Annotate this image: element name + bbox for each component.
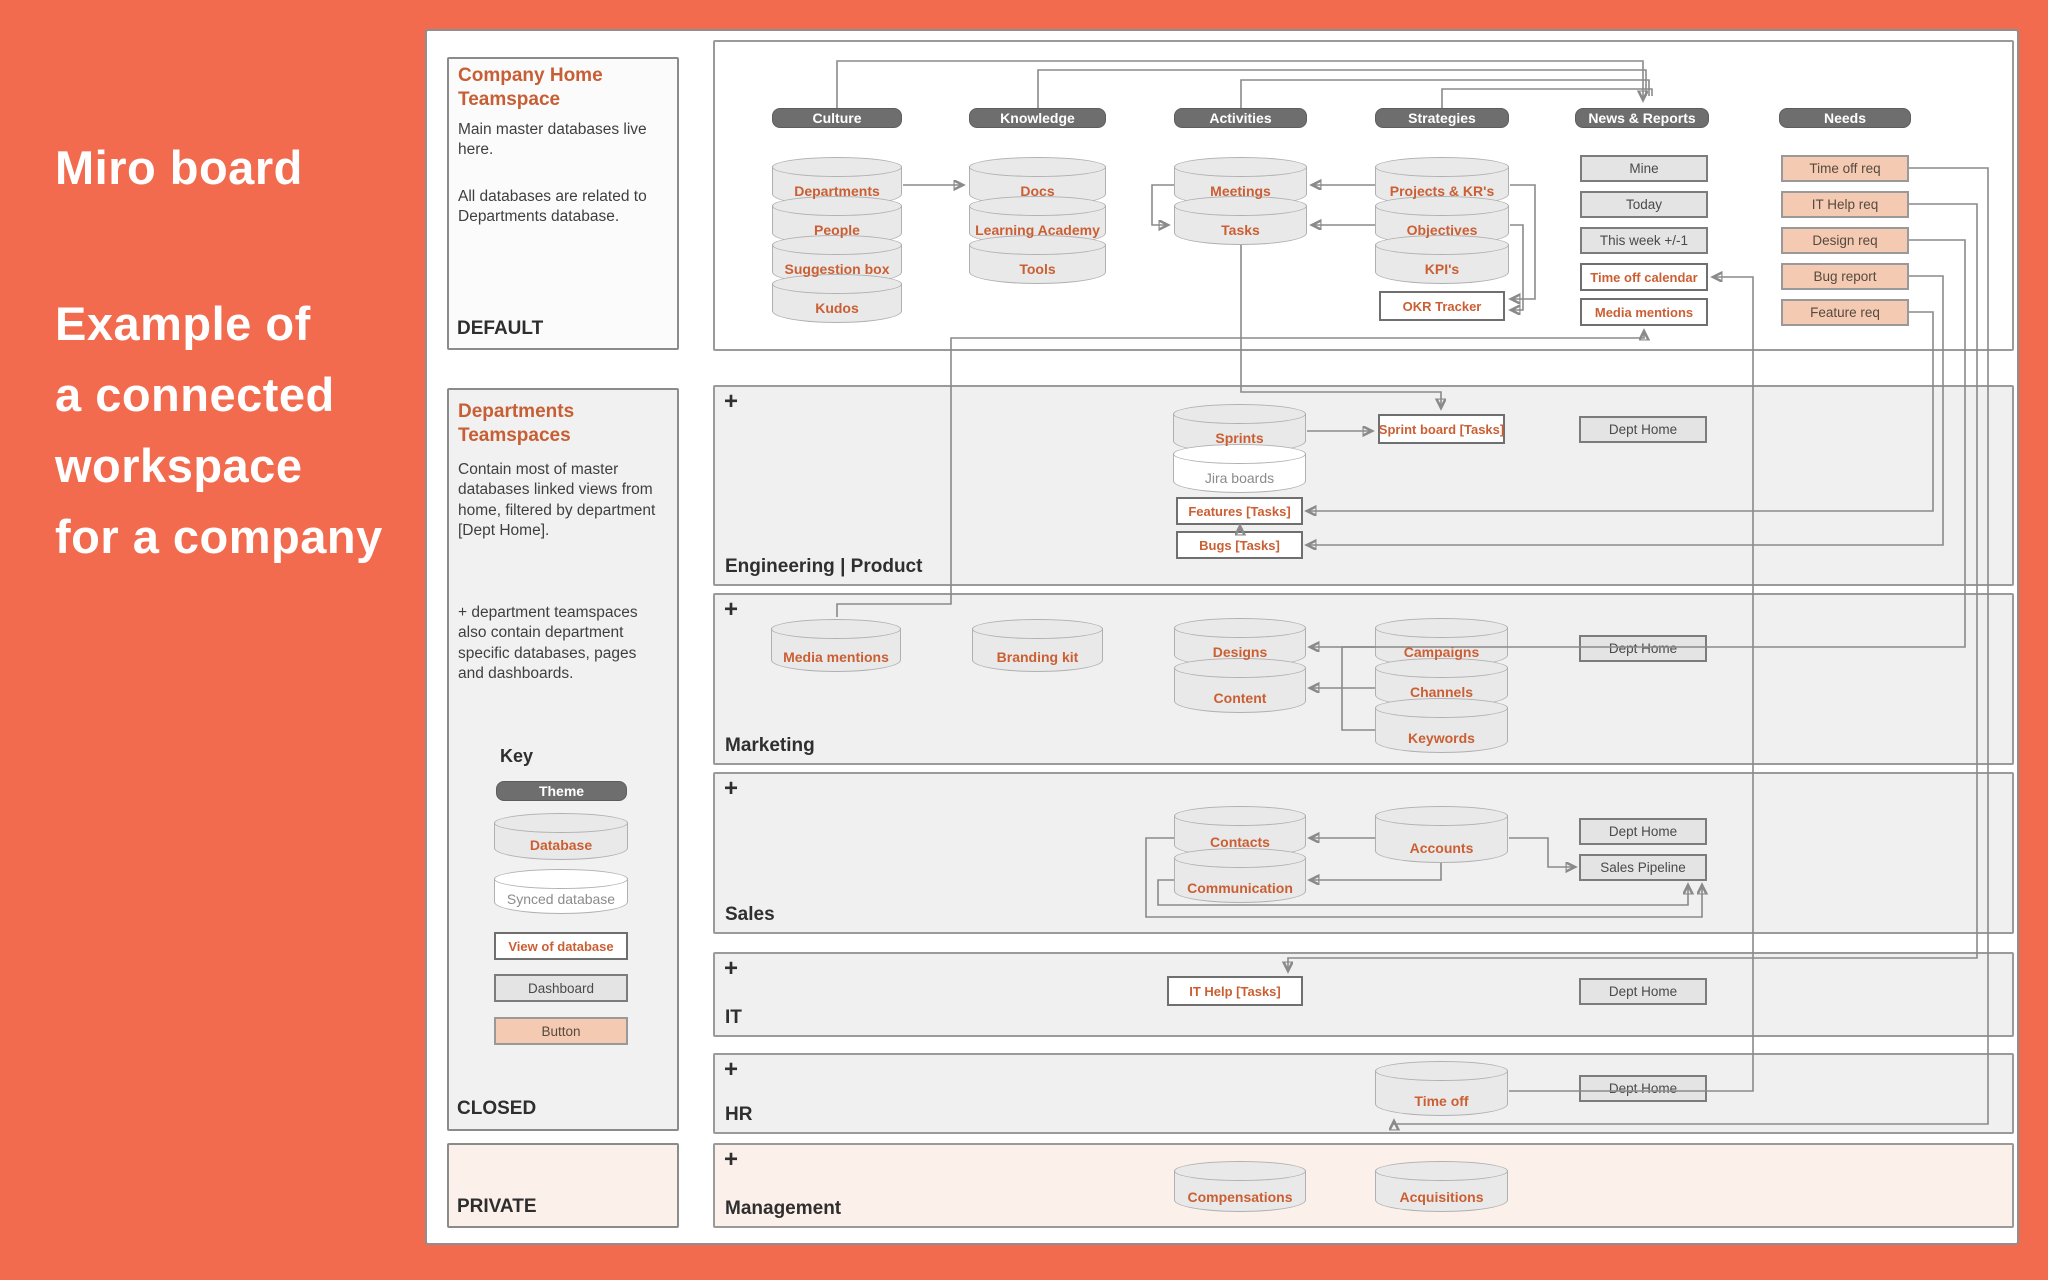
departments-text-1: Contain most of master databases linked …	[458, 461, 656, 540]
section-label-marketing: Marketing	[725, 735, 815, 756]
db-communication[interactable]: Communication	[1174, 848, 1306, 903]
button-design-req[interactable]: Design req	[1781, 227, 1909, 254]
db-time-off[interactable]: Time off	[1375, 1061, 1508, 1116]
subtitle-line: Example of	[55, 297, 311, 350]
view-sprint-board-tasks[interactable]: Sprint board [Tasks]	[1378, 414, 1505, 444]
plus-icon: +	[724, 955, 739, 982]
db-jira-boards[interactable]: Jira boards	[1173, 444, 1306, 493]
theme-pill-activities[interactable]: Activities	[1174, 108, 1307, 128]
section-engineering-product[interactable]: + Engineering | Product	[713, 385, 2014, 586]
section-hr[interactable]: + HR	[713, 1053, 2014, 1134]
section-management[interactable]: + Management	[713, 1143, 2014, 1228]
view-time-off-calendar[interactable]: Time off calendar	[1580, 263, 1708, 291]
dashboard-sales-pipeline[interactable]: Sales Pipeline	[1579, 854, 1707, 881]
theme-pill-news-reports[interactable]: News & Reports	[1575, 108, 1709, 128]
key-theme-label: Theme	[538, 783, 585, 799]
company-home-text-2: All databases are related to Departments…	[458, 188, 647, 226]
button-bug-report[interactable]: Bug report	[1781, 263, 1909, 290]
button-time-off-req[interactable]: Time off req	[1781, 155, 1909, 182]
button-it-help-req[interactable]: IT Help req	[1781, 191, 1909, 218]
db-kpis[interactable]: KPI's	[1375, 235, 1509, 284]
key-theme-pill[interactable]: Theme	[496, 781, 627, 801]
dashboard-mine[interactable]: Mine	[1580, 155, 1708, 182]
key-view-of-database[interactable]: View of database	[494, 932, 628, 960]
view-okr-tracker[interactable]: OKR Tracker	[1379, 291, 1505, 321]
theme-pill-knowledge[interactable]: Knowledge	[969, 108, 1106, 128]
db-content[interactable]: Content	[1174, 658, 1306, 713]
departments-title: Departments Teamspaces	[458, 401, 575, 446]
dashboard-today[interactable]: Today	[1580, 191, 1708, 218]
dashboard-this-week[interactable]: This week +/-1	[1580, 227, 1708, 254]
plus-icon: +	[724, 596, 739, 623]
key-title: Key	[500, 746, 534, 766]
view-bugs-tasks[interactable]: Bugs [Tasks]	[1176, 531, 1303, 559]
key-dashboard[interactable]: Dashboard	[494, 974, 628, 1002]
dashboard-dept-home-hr[interactable]: Dept Home	[1579, 1075, 1707, 1102]
subtitle-line: for a company	[55, 510, 383, 563]
departments-text-2: + department teamspaces also contain dep…	[458, 604, 638, 683]
button-feature-req[interactable]: Feature req	[1781, 299, 1909, 326]
private-panel[interactable]	[447, 1143, 679, 1228]
departments-status: CLOSED	[457, 1098, 537, 1119]
db-acquisitions[interactable]: Acquisitions	[1375, 1161, 1508, 1212]
dashboard-dept-home-engineering[interactable]: Dept Home	[1579, 416, 1707, 443]
dashboard-dept-home-it[interactable]: Dept Home	[1579, 978, 1707, 1005]
company-home-text-1: Main master databases live here.	[458, 121, 647, 159]
section-it[interactable]: + IT	[713, 952, 2014, 1037]
section-marketing[interactable]: + Marketing	[713, 593, 2014, 765]
company-home-status: DEFAULT	[457, 318, 544, 339]
departments-panel[interactable]	[447, 388, 679, 1131]
theme-pill-culture[interactable]: Culture	[772, 108, 902, 128]
db-tasks[interactable]: Tasks	[1174, 196, 1307, 245]
theme-pill-strategies[interactable]: Strategies	[1375, 108, 1509, 128]
view-it-help-tasks[interactable]: IT Help [Tasks]	[1167, 976, 1303, 1006]
db-accounts[interactable]: Accounts	[1375, 806, 1508, 863]
plus-icon: +	[724, 388, 739, 415]
section-label-hr: HR	[725, 1104, 753, 1125]
plus-icon: +	[724, 1146, 739, 1173]
key-button[interactable]: Button	[494, 1017, 628, 1045]
db-branding-kit[interactable]: Branding kit	[972, 619, 1103, 672]
view-features-tasks[interactable]: Features [Tasks]	[1176, 497, 1303, 525]
key-database-cylinder[interactable]: Database	[494, 813, 628, 860]
db-compensations[interactable]: Compensations	[1174, 1161, 1306, 1212]
section-label-management: Management	[725, 1198, 842, 1219]
view-media-mentions[interactable]: Media mentions	[1580, 298, 1708, 326]
company-home-panel[interactable]	[447, 57, 679, 350]
board-subtitle: Example of a connected workspace for a c…	[55, 288, 383, 572]
subtitle-line: workspace	[55, 439, 303, 492]
board-title: Miro board	[55, 141, 303, 194]
key-synced-database-cylinder[interactable]: Synced database	[494, 869, 628, 914]
dashboard-dept-home-sales[interactable]: Dept Home	[1579, 818, 1707, 845]
private-status: PRIVATE	[457, 1196, 537, 1217]
section-sales[interactable]: + Sales	[713, 772, 2014, 934]
db-tools[interactable]: Tools	[969, 235, 1106, 284]
db-keywords[interactable]: Keywords	[1375, 698, 1508, 753]
section-label-it: IT	[725, 1007, 742, 1028]
dashboard-dept-home-marketing[interactable]: Dept Home	[1579, 635, 1707, 662]
plus-icon: +	[724, 1056, 739, 1083]
db-media-mentions[interactable]: Media mentions	[771, 619, 901, 672]
company-home-title: Company Home Teamspace	[458, 65, 603, 110]
theme-pill-needs[interactable]: Needs	[1779, 108, 1911, 128]
plus-icon: +	[724, 775, 739, 802]
subtitle-line: a connected	[55, 368, 335, 421]
section-label-engineering: Engineering | Product	[725, 556, 923, 577]
db-kudos[interactable]: Kudos	[772, 274, 902, 323]
section-label-sales: Sales	[725, 904, 775, 925]
